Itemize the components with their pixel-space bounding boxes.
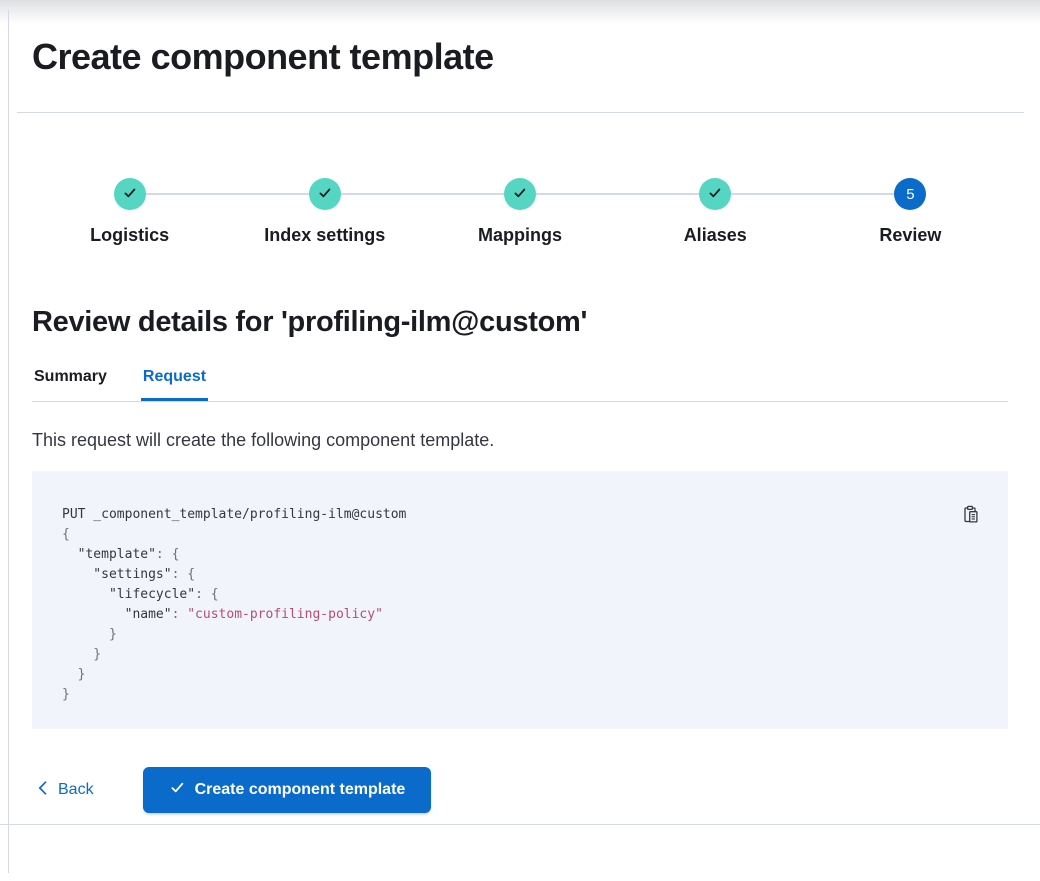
step-logistics: Logistics <box>32 178 227 246</box>
step-label: Index settings <box>264 225 386 245</box>
request-code-block: PUT _component_template/profiling-ilm@cu… <box>32 471 1008 729</box>
step-aliases: Aliases <box>618 178 813 246</box>
check-icon <box>169 779 186 801</box>
step-circle-complete[interactable] <box>699 178 732 210</box>
step-circle-complete[interactable] <box>113 178 146 210</box>
check-icon <box>317 185 333 204</box>
create-button-label: Create component template <box>194 781 406 798</box>
panel-left-border <box>8 10 9 873</box>
step-mappings: Mappings <box>422 178 617 246</box>
check-icon <box>707 185 723 204</box>
tab-request[interactable]: Request <box>140 365 209 401</box>
copy-to-clipboard-button[interactable] <box>959 503 982 529</box>
page-content: Create component template Logistics Index… <box>0 36 1040 825</box>
footer-actions: Back Create component template <box>32 767 1008 813</box>
request-description: This request will create the following c… <box>32 430 495 450</box>
tabs: Summary Request <box>32 365 1008 402</box>
back-button-label: Back <box>58 781 94 798</box>
check-icon <box>512 185 528 204</box>
step-number: 5 <box>906 185 915 203</box>
review-heading: Review details for 'profiling-ilm@custom… <box>32 306 588 338</box>
step-label: Review <box>879 225 942 245</box>
chevron-left-icon <box>38 780 47 800</box>
step-label: Mappings <box>478 225 562 245</box>
step-index-settings: Index settings <box>227 178 422 246</box>
bottom-divider <box>0 824 1040 825</box>
step-circle-complete[interactable] <box>504 178 536 210</box>
step-circle-current: 5 <box>894 178 927 210</box>
step-label: Aliases <box>683 225 747 245</box>
back-button[interactable]: Back <box>32 767 102 813</box>
copy-clipboard-icon <box>961 505 980 527</box>
tab-summary[interactable]: Summary <box>32 365 109 401</box>
check-icon <box>122 185 138 204</box>
request-code: PUT _component_template/profiling-ilm@cu… <box>62 507 407 702</box>
title-divider <box>17 112 1024 113</box>
page-title: Create component template <box>32 36 494 77</box>
step-label: Logistics <box>90 225 170 245</box>
step-circle-complete[interactable] <box>308 178 341 210</box>
create-component-template-button[interactable]: Create component template <box>142 767 432 813</box>
